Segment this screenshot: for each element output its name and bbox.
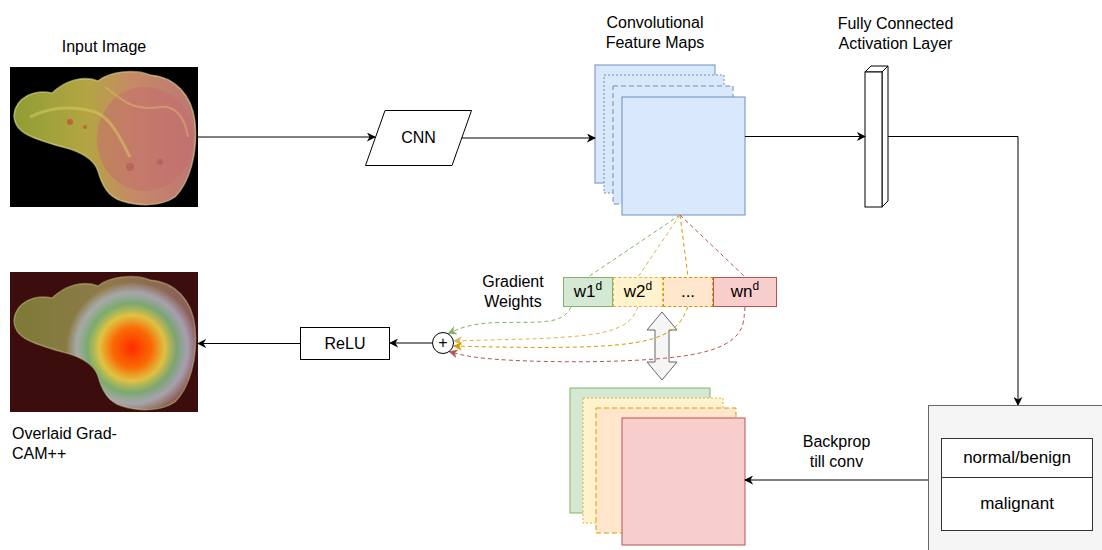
text-run: w2d	[624, 283, 652, 302]
class-output-box: normal/benign malignant	[928, 405, 1102, 550]
tissue-streak	[105, 87, 188, 137]
gradient-weight-cell: w2d	[613, 277, 663, 307]
tissue-region	[97, 87, 193, 191]
bar-front	[865, 72, 882, 207]
text-holder: w2d	[614, 278, 662, 306]
text-run: ...	[681, 283, 695, 302]
node-text: w1	[574, 282, 596, 301]
connector	[680, 215, 745, 277]
tissue-texture	[30, 87, 193, 191]
node-heading: Convolutional Feature Maps	[596, 13, 714, 53]
connector-label: Backprop till conv	[795, 432, 879, 472]
connector	[454, 307, 688, 347]
tissue-streak	[30, 108, 130, 157]
tissue-dot	[126, 163, 134, 171]
image-background	[10, 67, 198, 207]
fc-bar-picture	[865, 66, 888, 207]
tissue-shape	[14, 72, 196, 205]
text-run: +	[438, 334, 447, 352]
text-run: malignant	[980, 495, 1054, 514]
node-text: d	[596, 279, 603, 293]
text-run: ReLU	[325, 335, 366, 353]
connector	[745, 136, 865, 137]
cnn-parallelogram: CNN	[365, 110, 472, 166]
annotation-label: Gradient Weights	[468, 272, 558, 312]
node-text: malignant	[980, 494, 1054, 513]
text-run: CNN	[401, 129, 436, 147]
node-text: w2	[624, 282, 646, 301]
bar-side	[882, 66, 888, 207]
feature-map-stack-picture	[595, 65, 745, 215]
gradient-weight-cell: ...	[663, 277, 713, 307]
text-run: normal/benign	[963, 449, 1071, 468]
node-text: Fully Connected Activation Layer	[838, 15, 954, 52]
node-text: ...	[681, 282, 695, 301]
connector	[888, 137, 1018, 406]
node-text: CNN	[401, 129, 436, 146]
input-image: Input Image	[10, 67, 198, 207]
node-text: d	[753, 279, 760, 293]
node-text: d	[646, 279, 653, 293]
connectors	[198, 137, 1018, 481]
connector	[638, 215, 680, 277]
relu-box: ReLU	[300, 327, 390, 360]
feature-map	[622, 97, 745, 215]
double-arrow-symbol	[647, 312, 677, 380]
node-heading: Overlaid Grad-CAM++	[12, 424, 152, 464]
text-holder: malignant	[942, 478, 1092, 530]
connector	[198, 137, 375, 138]
heatmap-overlay	[66, 282, 198, 414]
sum-circle: +	[432, 332, 454, 354]
class-cell: normal/benign	[941, 438, 1093, 478]
gradient-map-stack-picture	[570, 388, 745, 545]
connector	[680, 215, 688, 277]
connector	[390, 343, 432, 344]
input-image-picture	[10, 67, 198, 207]
connector	[450, 307, 745, 362]
tissue-dot	[67, 119, 73, 125]
output-image: Overlaid Grad-CAM++	[10, 272, 198, 412]
heatmap	[66, 282, 198, 414]
node-text: Input Image	[62, 38, 147, 55]
gradient-weight-cell: w1d	[563, 277, 613, 307]
tissue-dot	[157, 159, 163, 165]
text-holder: normal/benign	[942, 439, 1092, 477]
output-image-picture	[10, 272, 198, 414]
class-cell: malignant	[941, 477, 1093, 531]
node-heading: Fully Connected Activation Layer	[829, 14, 963, 54]
connector	[454, 307, 638, 341]
text-holder: w1d	[564, 278, 612, 306]
text-holder: CNN	[365, 110, 472, 166]
node-heading: Input Image	[29, 37, 179, 57]
gradient-map-stack	[570, 388, 745, 545]
node-text: Convolutional Feature Maps	[606, 14, 705, 51]
text-run: w1d	[574, 283, 602, 302]
text-holder: +	[433, 333, 453, 353]
fully-connected-layer: Fully Connected Activation Layer	[865, 66, 888, 207]
node-text: wn	[731, 282, 753, 301]
feature-map-stack: Convolutional Feature Maps	[595, 65, 745, 215]
text-run: wnd	[731, 283, 759, 302]
text-holder: wnd	[714, 278, 776, 306]
connector	[462, 138, 595, 139]
node-text: ReLU	[325, 335, 366, 352]
connector	[745, 480, 928, 481]
node-text: +	[438, 334, 447, 351]
tissue-dot	[83, 125, 87, 129]
gradient-map	[622, 418, 745, 545]
connector	[198, 343, 300, 344]
text-holder: ReLU	[301, 328, 389, 359]
node-text: Overlaid Grad-CAM++	[12, 425, 117, 462]
text-holder: ...	[664, 278, 712, 306]
gradient-weight-cell: wnd	[713, 277, 777, 307]
parallelogram-shape	[366, 111, 472, 166]
node-text: normal/benign	[963, 448, 1071, 467]
connector	[588, 215, 680, 277]
